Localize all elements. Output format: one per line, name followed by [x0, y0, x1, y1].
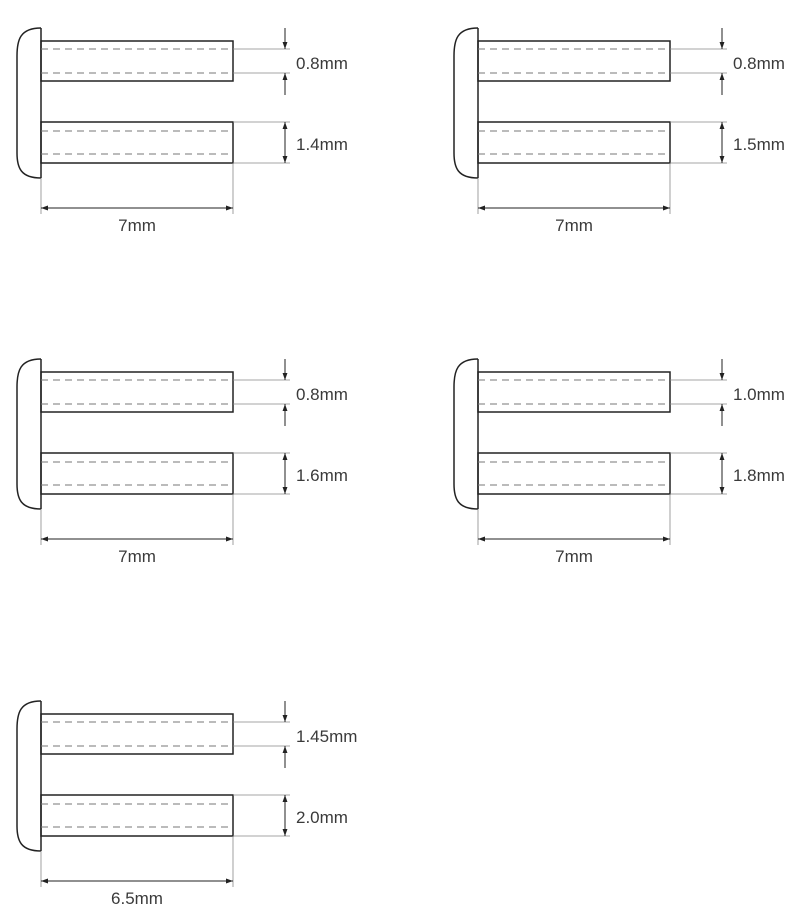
rivet-diagram-2: 0.8mm 1.5mm 7mm [453, 27, 785, 235]
length-label: 7mm [555, 216, 593, 235]
small-diameter-label: 0.8mm [296, 385, 348, 404]
small-pin [40, 40, 234, 82]
rivet-head-icon [453, 27, 479, 179]
small-diameter-label: 1.0mm [733, 385, 785, 404]
large-diameter-dimension: 1.6mm [233, 452, 348, 495]
rivet-head-icon [453, 358, 479, 510]
large-diameter-label: 1.5mm [733, 135, 785, 154]
large-pin [40, 121, 234, 164]
small-diameter-dimension: 0.8mm [670, 28, 785, 95]
small-diameter-dimension: 1.45mm [233, 701, 357, 768]
small-pin [40, 713, 234, 755]
length-dimension: 7mm [477, 163, 671, 235]
large-diameter-dimension: 1.8mm [670, 452, 785, 495]
length-label: 7mm [118, 547, 156, 566]
rivet-diagram-1: 0.8mm 1.4mm 7mm [16, 27, 348, 235]
rivet-head-icon [16, 27, 42, 179]
rivet-diagram-5: 1.45mm 2.0mm 6.5mm [16, 700, 357, 908]
length-dimension: 6.5mm [40, 836, 234, 908]
large-pin [40, 794, 234, 837]
small-pin [477, 40, 671, 82]
large-pin [477, 452, 671, 495]
length-dimension: 7mm [40, 494, 234, 566]
large-diameter-dimension: 1.4mm [233, 121, 348, 164]
rivet-diagram-3: 0.8mm 1.6mm 7mm [16, 358, 348, 566]
rivet-diagram-4: 1.0mm 1.8mm 7mm [453, 358, 785, 566]
large-diameter-label: 1.6mm [296, 466, 348, 485]
length-dimension: 7mm [40, 163, 234, 235]
length-label: 6.5mm [111, 889, 163, 908]
small-diameter-label: 0.8mm [733, 54, 785, 73]
large-diameter-dimension: 1.5mm [670, 121, 785, 164]
large-diameter-dimension: 2.0mm [233, 794, 348, 837]
large-diameter-label: 1.4mm [296, 135, 348, 154]
small-diameter-dimension: 0.8mm [233, 28, 348, 95]
small-pin [477, 371, 671, 413]
large-diameter-label: 2.0mm [296, 808, 348, 827]
large-pin [40, 452, 234, 495]
rivet-head-icon [16, 358, 42, 510]
small-diameter-label: 1.45mm [296, 727, 357, 746]
length-label: 7mm [555, 547, 593, 566]
length-label: 7mm [118, 216, 156, 235]
small-pin [40, 371, 234, 413]
small-diameter-label: 0.8mm [296, 54, 348, 73]
length-dimension: 7mm [477, 494, 671, 566]
large-pin [477, 121, 671, 164]
large-diameter-label: 1.8mm [733, 466, 785, 485]
small-diameter-dimension: 1.0mm [670, 359, 785, 426]
small-diameter-dimension: 0.8mm [233, 359, 348, 426]
rivet-head-icon [16, 700, 42, 852]
